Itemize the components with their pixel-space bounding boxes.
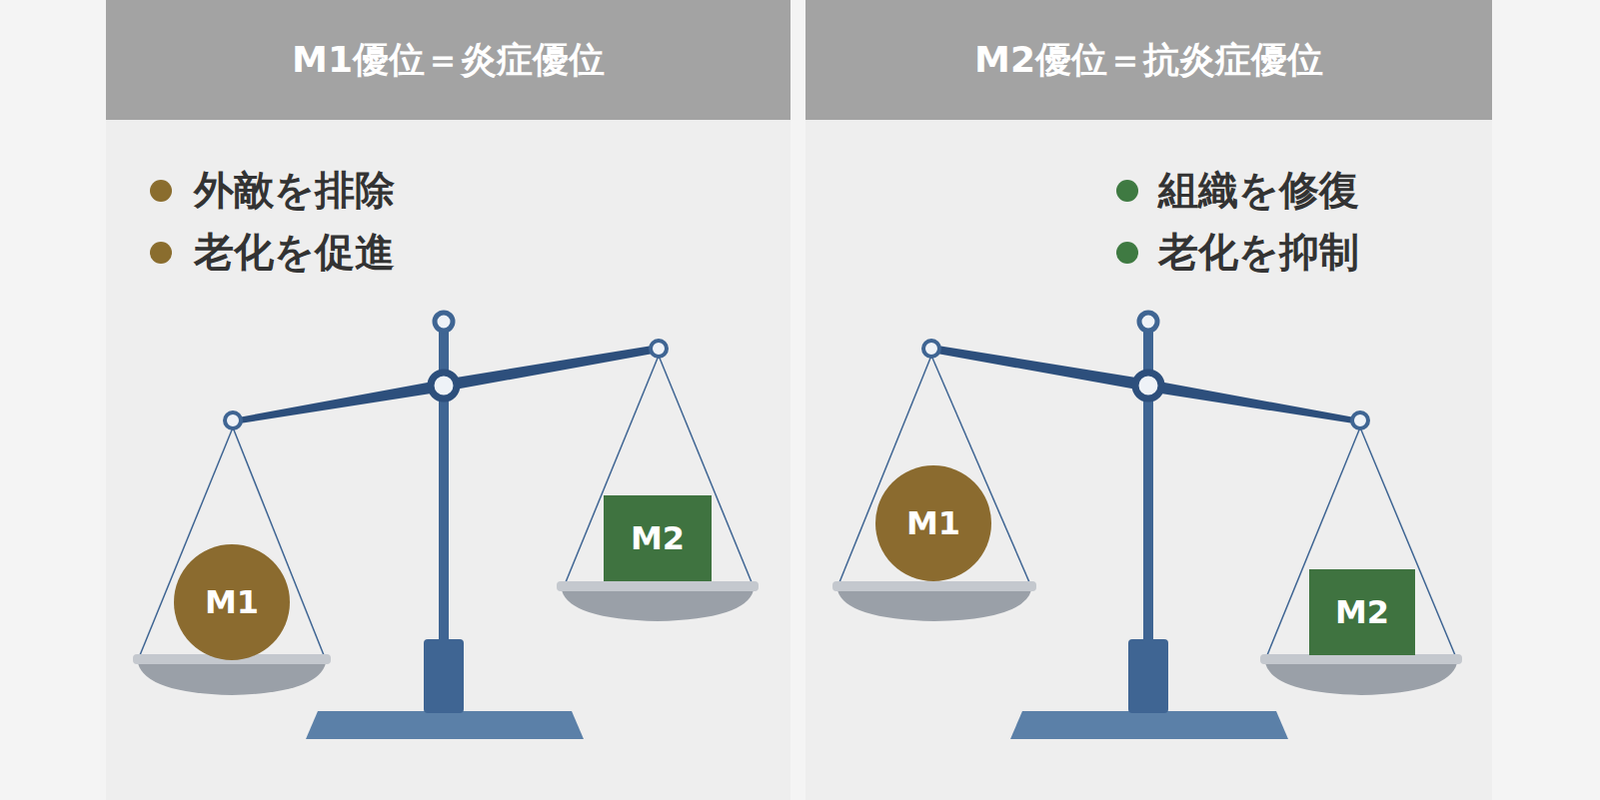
bullet-text: 老化を促進	[193, 229, 395, 274]
cell-label: M2	[1335, 593, 1390, 632]
m2-square: M2	[1309, 569, 1416, 656]
m1-circle: M1	[173, 544, 290, 661]
right-scale	[832, 312, 1463, 740]
m1-circle: M1	[875, 465, 992, 582]
left-panel	[105, 0, 791, 800]
m2-square: M2	[603, 495, 712, 582]
cell-label: M1	[204, 583, 259, 622]
right-panel	[805, 0, 1493, 800]
bullet-dot	[149, 179, 172, 202]
bullet-text: 老化を抑制	[1158, 229, 1360, 274]
left-scale	[132, 312, 759, 740]
cell-label: M1	[906, 504, 961, 543]
panel-heading: M2優位＝抗炎症優位	[974, 35, 1324, 85]
cell-label: M2	[630, 519, 685, 558]
bullet-text: 組織を修復	[1158, 167, 1360, 212]
panel-heading: M1優位＝炎症優位	[291, 35, 605, 85]
bullet-dot	[1116, 241, 1139, 264]
bullet-text: 外敵を排除	[193, 167, 395, 212]
bullet-dot	[1116, 179, 1139, 202]
header-band: M2優位＝抗炎症優位	[805, 0, 1493, 120]
bullet-dot	[149, 241, 172, 264]
header-band: M1優位＝炎症優位	[105, 0, 791, 120]
